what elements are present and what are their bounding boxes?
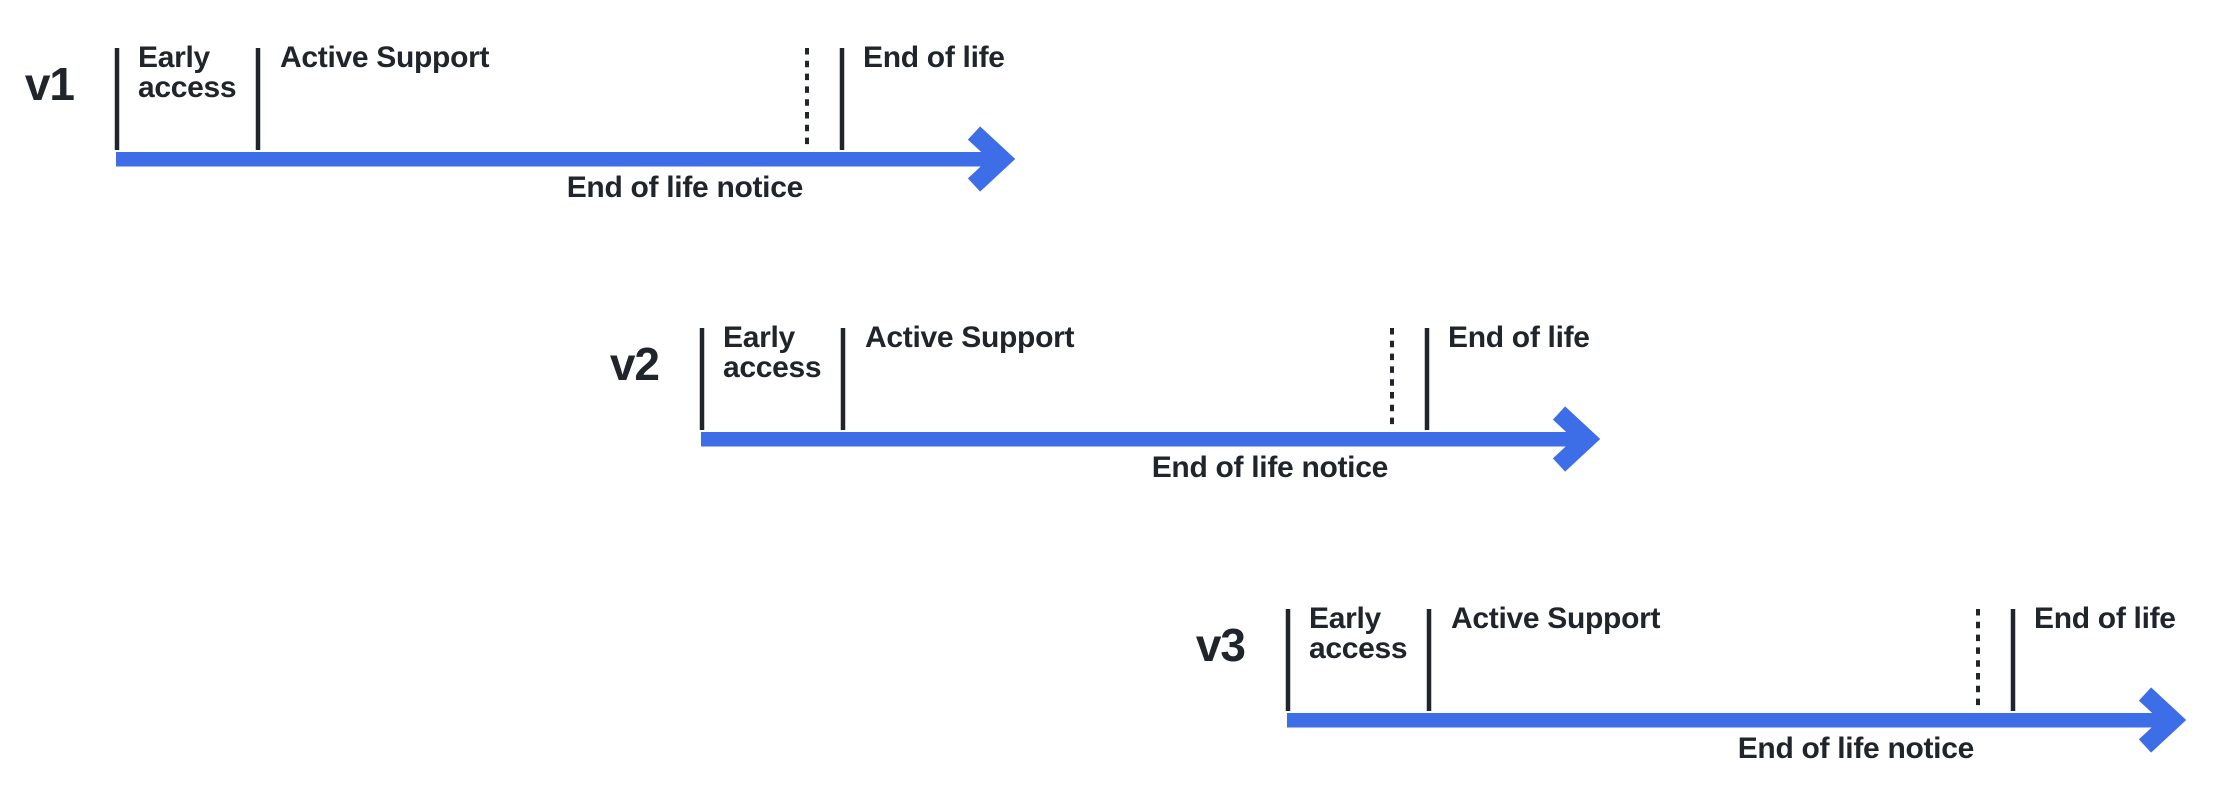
early-access-label: Early access [723, 321, 822, 384]
timeline-row-v3: v3 Early access Active Support End of li… [1187, 601, 2207, 776]
version-label: v1 [24, 58, 75, 110]
end-of-life-label: End of life [863, 41, 1005, 74]
end-of-life-label: End of life [1448, 321, 1590, 354]
early-access-label: Early access [138, 41, 237, 104]
arrowhead-icon [2138, 687, 2187, 753]
timeline-arrow-shaft [701, 432, 1581, 447]
end-of-life-notice-label: End of life notice [1737, 732, 1975, 765]
end-of-life-label: End of life [2034, 602, 2176, 635]
timeline-arrow-shaft [116, 152, 996, 167]
timeline-row-v1: v1 Early access Active Support End of li… [16, 40, 1036, 215]
version-label: v3 [1195, 619, 1246, 671]
timeline-graphic-v3 [1285, 609, 2187, 753]
arrowhead-icon [967, 126, 1016, 192]
version-label: v2 [609, 338, 660, 390]
active-support-label: Active Support [280, 41, 490, 74]
end-of-life-notice-label: End of life notice [1151, 451, 1389, 484]
arrowhead-icon [1552, 406, 1601, 472]
timeline-graphic-v2 [699, 328, 1601, 472]
end-of-life-notice-label: End of life notice [566, 171, 804, 204]
timeline-arrow-shaft [1287, 713, 2167, 728]
early-access-label: Early access [1309, 602, 1408, 665]
active-support-label: Active Support [865, 321, 1075, 354]
active-support-label: Active Support [1451, 602, 1661, 635]
timeline-row-v2: v2 Early access Active Support End of li… [601, 320, 1621, 495]
timeline-graphic-v1 [114, 48, 1016, 192]
